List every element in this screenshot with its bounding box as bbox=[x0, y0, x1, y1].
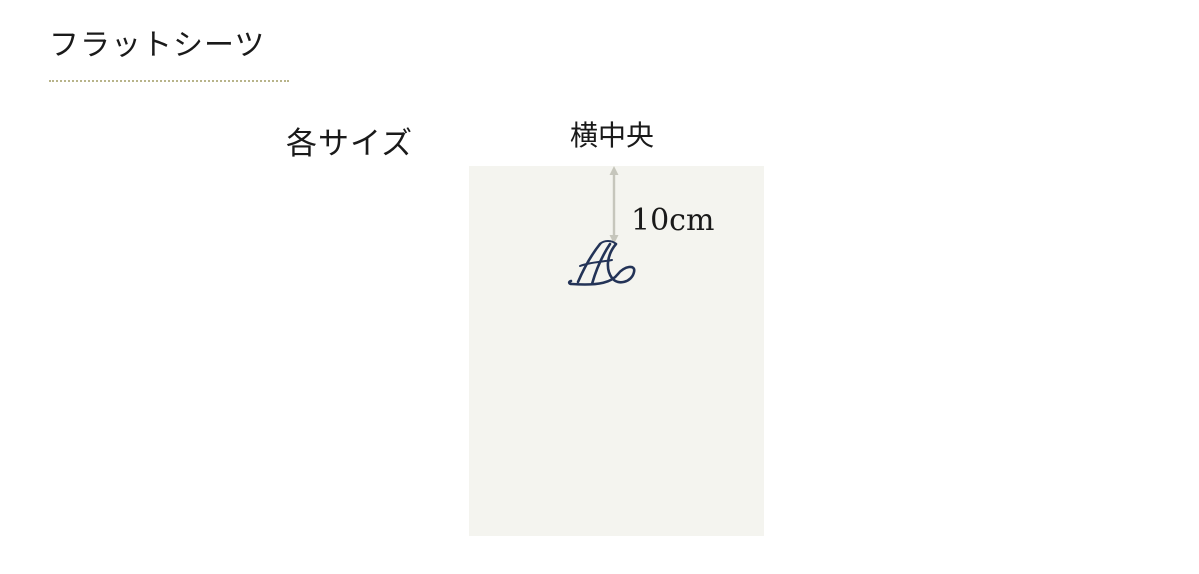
size-label: 各サイズ bbox=[286, 126, 414, 162]
title-dotted-divider bbox=[49, 80, 289, 82]
flat-sheet-illustration bbox=[469, 166, 764, 536]
measurement-label: 10cm bbox=[631, 203, 715, 238]
measurement-arrow-icon bbox=[609, 166, 619, 244]
page-title: フラットシーツ bbox=[49, 28, 266, 63]
monogram-icon bbox=[567, 240, 636, 286]
position-label: 横中央 bbox=[570, 119, 655, 152]
